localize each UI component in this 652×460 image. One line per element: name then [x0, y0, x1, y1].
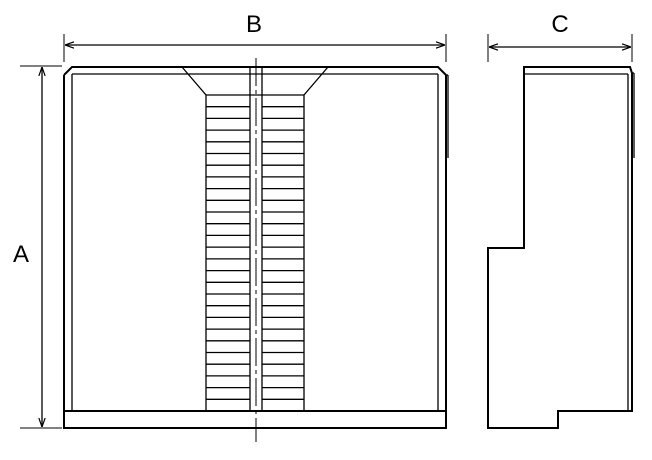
dimension-c-label: C	[551, 11, 568, 38]
top-cap	[63, 66, 447, 76]
dimension-b: B	[63, 11, 447, 62]
funnel-right	[303, 66, 329, 411]
front-view	[63, 58, 449, 442]
dimension-a-label: A	[13, 241, 29, 268]
funnel-left	[181, 66, 207, 411]
dimension-b-label: B	[246, 11, 262, 38]
side-view	[487, 66, 635, 429]
base-plinth	[63, 410, 447, 429]
slot-rows	[206, 106, 304, 400]
dimension-a: A	[13, 65, 62, 429]
dimension-c: C	[487, 11, 633, 62]
side-outline	[487, 66, 633, 429]
